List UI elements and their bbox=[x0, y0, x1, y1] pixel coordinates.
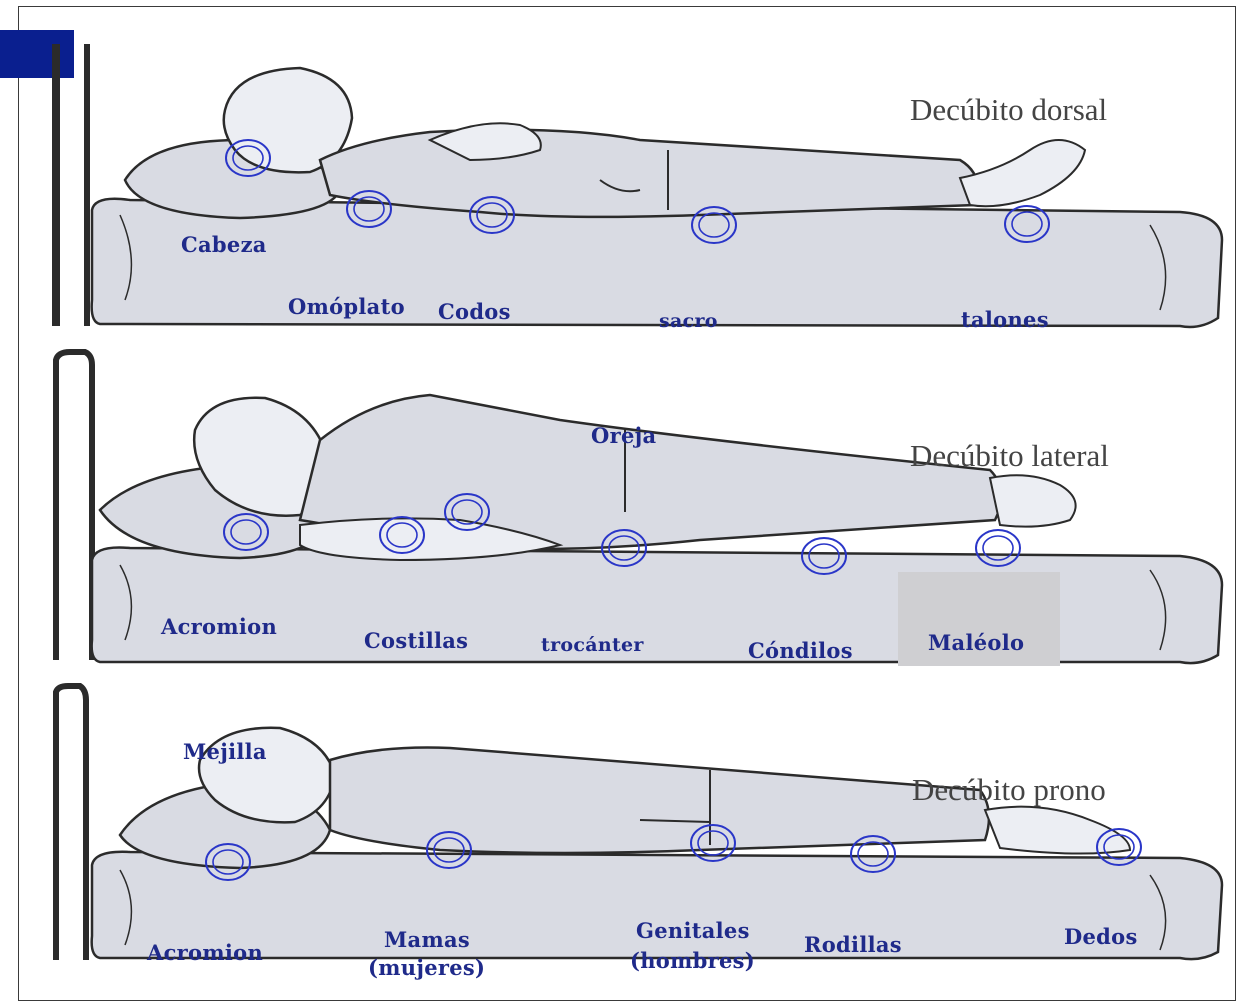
position-title-lateral: Decúbito lateral bbox=[910, 438, 1109, 474]
pressure-marker bbox=[851, 836, 895, 872]
headboard-post bbox=[52, 44, 60, 326]
pressure-marker bbox=[976, 530, 1020, 566]
label-maleolo: Maléolo bbox=[928, 630, 1024, 655]
pressure-marker bbox=[602, 530, 646, 566]
panel-dorsal bbox=[52, 44, 1222, 327]
label-sacro: sacro bbox=[659, 310, 718, 332]
label-dedos: Dedos bbox=[1064, 924, 1138, 949]
label-omoplato: Omóplato bbox=[288, 294, 405, 319]
label-talones: talones bbox=[961, 307, 1049, 332]
label-costillas: Costillas bbox=[364, 628, 468, 653]
feet bbox=[990, 475, 1076, 526]
torso bbox=[330, 748, 989, 854]
label-oreja: Oreja bbox=[591, 423, 656, 448]
label-genitales: Genitales bbox=[636, 918, 750, 943]
label-condilos: Cóndilos bbox=[748, 638, 853, 663]
torso bbox=[320, 130, 978, 217]
label-trocanter: trocánter bbox=[541, 634, 644, 656]
label-mejilla: Mejilla bbox=[183, 739, 267, 764]
headboard-post bbox=[84, 44, 90, 326]
label-mamas: Mamas bbox=[384, 927, 470, 952]
label-hombres: (hombres) bbox=[630, 948, 755, 973]
feet bbox=[960, 140, 1085, 206]
label-cabeza: Cabeza bbox=[181, 232, 267, 257]
feet bbox=[985, 807, 1130, 854]
label-acromion-prono: Acromion bbox=[147, 940, 263, 965]
position-title-dorsal: Decúbito dorsal bbox=[910, 92, 1107, 128]
label-codos: Codos bbox=[438, 299, 511, 324]
headboard bbox=[56, 686, 86, 960]
headboard bbox=[56, 352, 92, 660]
position-title-prono: Decúbito prono bbox=[912, 772, 1106, 808]
label-mujeres: (mujeres) bbox=[368, 955, 485, 980]
label-acromion-lateral: Acromion bbox=[161, 614, 277, 639]
label-rodillas: Rodillas bbox=[804, 932, 902, 957]
